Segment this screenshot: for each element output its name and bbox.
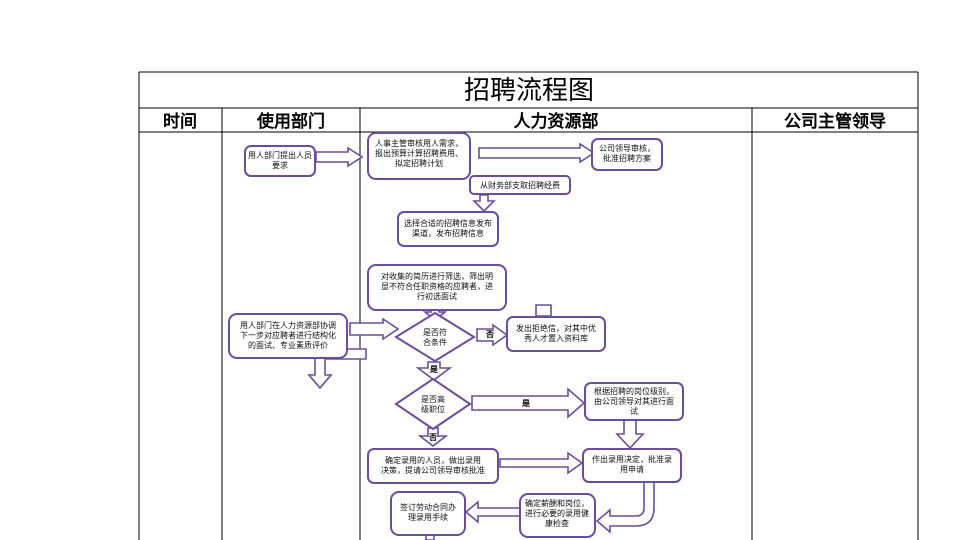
chart-title: 招聘流程图 xyxy=(464,76,594,106)
node-screen-resumes-text: 对收集的简历进行筛选，筛出明显不符合任职资格的应聘者，进行初选面试 xyxy=(381,271,493,301)
node-publish-info-text: 选择合适的招聘信息发布渠道，发布招聘信息 xyxy=(404,218,492,238)
arrow-interview-to-check xyxy=(349,317,400,341)
node-approve-hire xyxy=(582,448,682,483)
column-header-time: 时间 xyxy=(163,111,197,132)
node-approve-hire-text: 作出录用决定，批准录用申请 xyxy=(592,454,672,474)
arrow-decision-to-approve xyxy=(499,451,584,475)
table-frame xyxy=(138,71,919,540)
node-hr-review-plan xyxy=(367,132,471,180)
arrow-hr-to-leader-approval xyxy=(478,142,596,164)
node-sign-contract-text: 签订劳动合同办理录用手续 xyxy=(400,502,456,522)
node-hr-review-plan-text: 人事主管审核用人需求，报出预算计算招聘费用、拟定招聘计划 xyxy=(375,138,463,168)
column-header-leader: 公司主管领导 xyxy=(784,111,886,132)
node-sign-contract xyxy=(390,491,466,536)
node-dept-interview xyxy=(228,313,348,359)
node-leader-approve-plan-text: 公司领导审核，批准招聘方案 xyxy=(599,143,655,163)
node-finance-funds xyxy=(469,175,571,195)
label-qualified-yes: 是 xyxy=(429,364,438,374)
arrow-dept-to-hr-review xyxy=(315,146,364,168)
node-hiring-decision xyxy=(367,448,499,484)
node-hiring-decision-text: 确定录用的人员，做出录用决策，提请公司领导审核批准 xyxy=(381,455,485,475)
node-leader-interview-text: 根据招聘的岗位级别，由公司领导对其进行面试 xyxy=(594,386,674,416)
label-qualified-no: 否 xyxy=(485,330,494,339)
column-header-dept: 使用部门 xyxy=(256,111,325,132)
arrow-salary-to-contract xyxy=(464,500,523,524)
arrow-approve-to-salary xyxy=(595,481,655,534)
node-dept-request xyxy=(244,145,316,177)
node-dept-interview-text: 用人部门在人力资源部协调下一步对应聘者进行结构化的面试、专业素质评价 xyxy=(240,320,336,350)
column-header-hr: 人力资源部 xyxy=(514,111,599,132)
label-senior-no: 否 xyxy=(428,433,437,442)
arrow-level-no-to-decision xyxy=(417,427,449,448)
node-leader-interview xyxy=(584,382,684,421)
node-dept-request-text: 用人部门提出人员要求 xyxy=(248,150,312,170)
node-screen-resumes xyxy=(367,264,507,311)
label-senior-yes: 是 xyxy=(521,398,530,408)
arrow-level-yes-to-leader-interview xyxy=(471,387,586,419)
node-reject-letter-text: 发出拒绝信，对其中优秀人才置入资料库 xyxy=(516,323,596,343)
node-salary-health-check xyxy=(519,493,596,538)
arrow-check-yes-to-level xyxy=(415,361,453,381)
arrow-funds-to-publish xyxy=(472,194,496,213)
decision-senior-position xyxy=(394,377,472,431)
decision-qualified xyxy=(394,311,476,363)
decision-senior-position-text: 是否高级职位 xyxy=(421,394,445,414)
arrow-leader-interview-to-approve xyxy=(615,419,645,450)
node-leader-approve-plan xyxy=(591,138,663,171)
node-reject-letter xyxy=(506,316,606,352)
arrow-reject-connector xyxy=(535,304,552,317)
arrow-check-no-to-reject xyxy=(476,323,509,347)
node-publish-info xyxy=(397,211,499,247)
node-salary-health-check-text: 确定薪酬和岗位，进行必要的录用健康检查 xyxy=(525,498,589,528)
decision-qualified-text: 是否符合条件 xyxy=(423,327,447,347)
node-finance-funds-text: 从财务部支取招聘经费 xyxy=(480,180,560,190)
